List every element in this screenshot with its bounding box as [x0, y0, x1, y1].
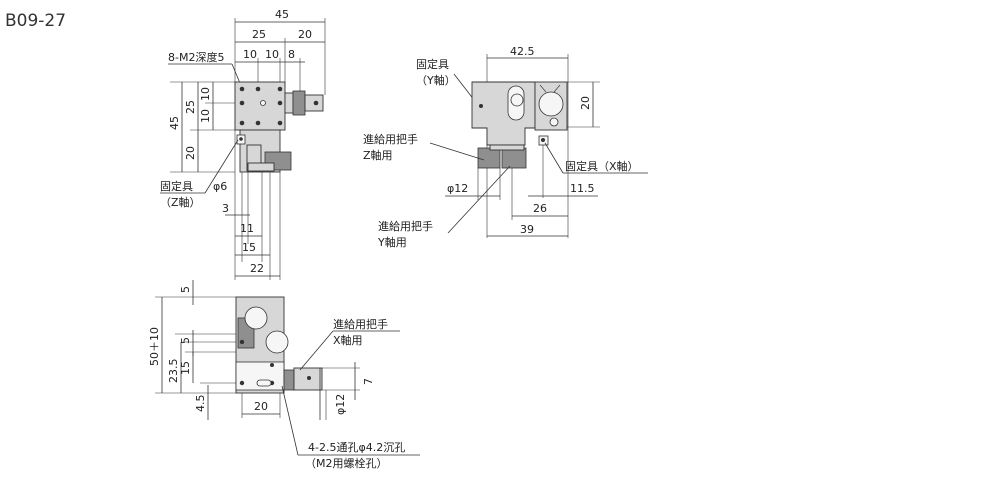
- dim-15-top: 15: [179, 361, 192, 375]
- dim-11: 11: [240, 222, 254, 235]
- top-view: 50＋10 23.5 5 5 15 4.5 進給用把手 X軸用 7: [148, 280, 420, 470]
- drawing-title: B09-27: [5, 11, 66, 31]
- dim-15: 15: [242, 241, 256, 254]
- label-clamp-x: 固定具（X軸）: [565, 159, 639, 173]
- dim-left-25: 25: [184, 100, 197, 114]
- dim-50-10: 50＋10: [148, 327, 161, 366]
- dim-5-top: 5: [179, 286, 192, 293]
- dim-11-5: 11.5: [570, 182, 595, 195]
- dim-phi6: φ6: [213, 180, 227, 193]
- dim-5-mid: 5: [179, 337, 192, 344]
- front-view: 45 25 20 10 10 8 8-M2深度5 45 25 20 10 10: [160, 8, 326, 280]
- dim-23-5: 23.5: [167, 359, 180, 384]
- dim-4-5: 4.5: [194, 395, 207, 413]
- dim-top-10b: 10: [265, 48, 279, 61]
- label-feed-y-2: Y軸用: [377, 235, 407, 249]
- label-clamp-z-2: （Z軸）: [160, 195, 201, 209]
- dim-top-25: 25: [252, 28, 266, 41]
- dim-20-bottom: 20: [254, 400, 268, 413]
- dim-22: 22: [250, 262, 264, 275]
- side-view: 42.5 20 固定具 （Y軸） 進給用把手 Z軸用 固定具（X軸）: [363, 45, 648, 249]
- label-feed-x-2: X軸用: [333, 333, 363, 347]
- dim-top-8: 8: [288, 48, 295, 61]
- dim-7: 7: [362, 378, 375, 385]
- dim-left-10a: 10: [199, 87, 212, 101]
- side-stage-body: [471, 81, 536, 146]
- dim-3: 3: [222, 202, 229, 215]
- dim-42-5: 42.5: [510, 45, 535, 58]
- label-clamp-y-2: （Y軸）: [416, 73, 456, 87]
- label-feed-z-1: 進給用把手: [363, 132, 418, 146]
- dim-39: 39: [520, 223, 534, 236]
- dim-26: 26: [533, 202, 547, 215]
- dim-top-20: 20: [298, 28, 312, 41]
- dim-right-20: 20: [579, 96, 592, 110]
- label-feed-z-2: Z軸用: [363, 148, 393, 162]
- label-holes-1: 4-2.5通孔φ4.2沉孔: [308, 441, 405, 454]
- dim-left-20: 20: [184, 146, 197, 160]
- dim-top-phi12: φ12: [334, 394, 347, 415]
- label-clamp-y-1: 固定具: [416, 57, 449, 71]
- dim-top-45: 45: [275, 8, 289, 21]
- label-tap: 8-M2深度5: [168, 50, 224, 64]
- dim-top-10a: 10: [243, 48, 257, 61]
- dim-left-10b: 10: [199, 109, 212, 123]
- dim-side-phi12: φ12: [447, 182, 468, 195]
- label-holes-2: （M2用螺栓孔）: [305, 456, 388, 470]
- label-feed-x-1: 進給用把手: [333, 317, 388, 331]
- dim-left-45: 45: [168, 116, 181, 130]
- label-feed-y-1: 進給用把手: [378, 219, 433, 233]
- label-clamp-z-1: 固定具: [160, 179, 193, 193]
